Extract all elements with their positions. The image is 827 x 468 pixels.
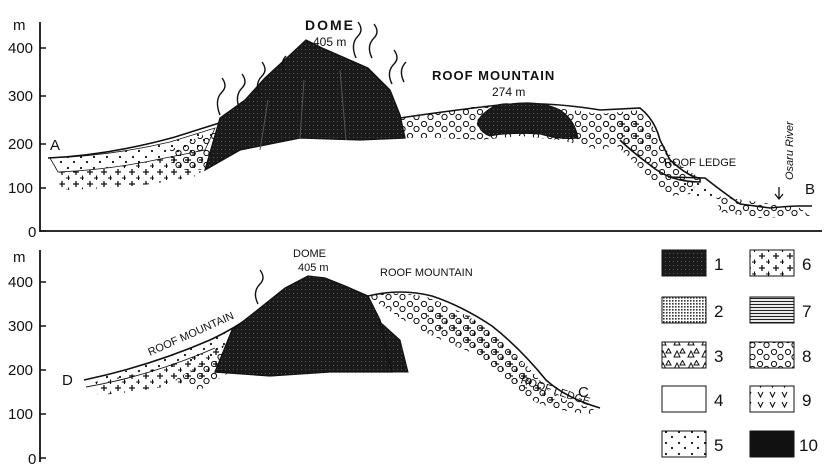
legend-swatch-1 (662, 250, 706, 276)
legend-label-3: 3 (714, 347, 723, 366)
legend-item-7: 7 (750, 297, 811, 323)
roof-mountain-height-top: 274 m (492, 85, 525, 99)
y-tick-100-top: 100 (8, 180, 33, 197)
legend-swatch-7 (750, 297, 794, 323)
legend-swatch-8 (750, 342, 794, 368)
fumarole-marks-bottom (255, 270, 263, 304)
gravel-valley-top (716, 196, 810, 218)
y-tick-400-top: 400 (8, 40, 33, 57)
dome-height-top: 405 m (313, 35, 346, 49)
legend-item-2: 2 (662, 297, 723, 323)
legend-item-8: 8 (750, 342, 811, 368)
legend-label-7: 7 (802, 302, 811, 321)
y-unit-bottom: m (13, 249, 26, 266)
y-tick-100-bottom: 100 (8, 406, 33, 423)
legend-label-5: 5 (714, 436, 723, 455)
legend-swatch-9 (750, 386, 794, 412)
roof-mountain-right-label-bottom: ROOF MOUNTAIN (380, 267, 473, 279)
y-tick-0-top: 0 (28, 224, 36, 241)
river-arrow-icon (775, 187, 783, 199)
legend-label-9: 9 (802, 391, 811, 410)
end-label-a: A (50, 137, 60, 154)
legend-label-1: 1 (714, 255, 723, 274)
y-tick-400-bottom: 400 (8, 274, 33, 291)
legend-item-9: 9 (750, 386, 811, 412)
legend-swatch-2 (662, 297, 706, 323)
roof-mountain-label-top: ROOF MOUNTAIN (432, 68, 555, 83)
legend-item-10: 10 (750, 431, 818, 457)
dome-lava-top (205, 40, 405, 170)
y-tick-300-top: 300 (8, 88, 33, 105)
dome-label-top: DOME (305, 17, 355, 33)
dome-lava-bottom (215, 276, 392, 376)
y-tick-200-bottom: 200 (8, 362, 33, 379)
river-label: Osaru River (784, 120, 796, 180)
legend-item-5: 5 (662, 431, 723, 457)
y-tick-200-top: 200 (8, 136, 33, 153)
legend: 1 2 3 4 5 6 7 8 (662, 250, 818, 457)
y-tick-0-bottom: 0 (28, 451, 36, 468)
legend-swatch-4 (662, 386, 706, 412)
dome-label-bottom: DOME (293, 248, 326, 260)
y-tick-300-bottom: 300 (8, 318, 33, 335)
legend-label-6: 6 (802, 255, 811, 274)
profile-d-c: m 400 300 200 100 0 DOME 405 m ROOF MOUN… (8, 248, 600, 468)
legend-label-8: 8 (802, 347, 811, 366)
legend-swatch-6 (750, 250, 794, 276)
legend-item-6: 6 (750, 250, 811, 276)
end-label-c: C (578, 384, 589, 401)
legend-swatch-10 (750, 431, 794, 457)
legend-label-2: 2 (714, 302, 723, 321)
y-unit-top: m (13, 17, 26, 34)
roof-ledge-label-top: ROOF LEDGE (664, 157, 736, 169)
legend-swatch-3 (662, 342, 706, 368)
legend-label-10: 10 (799, 436, 818, 455)
roof-mountain-dark-mass-top (478, 103, 578, 139)
end-label-d: D (62, 372, 73, 389)
legend-swatch-5 (662, 431, 706, 457)
legend-label-4: 4 (714, 391, 723, 410)
end-label-b: B (805, 181, 815, 198)
dome-height-bottom: 405 m (298, 262, 329, 274)
profile-a-b: m 400 300 200 100 0 (8, 17, 822, 241)
legend-item-1: 1 (662, 250, 723, 276)
legend-item-4: 4 (662, 386, 723, 412)
legend-item-3: 3 (662, 342, 723, 368)
